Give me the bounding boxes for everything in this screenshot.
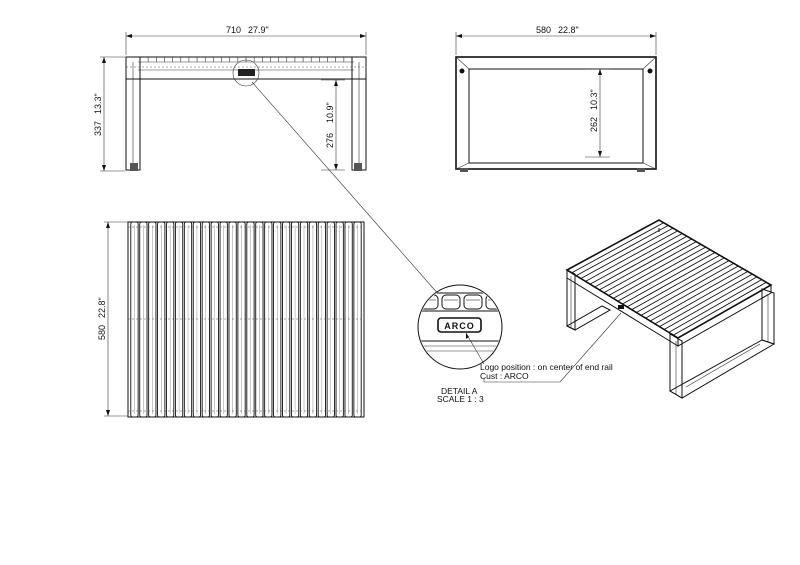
iso-slat-line [580,227,674,279]
front-inner-height-mm: 276 [325,133,335,148]
iso-slat-line [631,257,725,311]
iso-slat-line [613,246,706,299]
logo-plate-icon [238,69,255,76]
side-width-in: 22.8" [558,25,579,35]
customer-note: Cust : ARCO [480,371,529,381]
iso-slat-line [603,241,697,294]
iso-slat-line [617,249,711,302]
detail-label: DETAIL A [441,386,478,396]
side-inner-height-in: 10.3" [589,89,599,110]
front-width-in: 27.9" [248,25,269,35]
iso-slat-line [576,225,669,277]
logo-position-note: Logo position : on center of end rail [480,362,613,372]
detail-scale: SCALE 1 : 3 [437,394,484,404]
iso-slat-line [673,281,767,336]
top-slats [130,221,362,418]
iso-slat-line [608,243,702,296]
iso-slat-line [668,279,762,333]
top-depth-mm: 580 [97,325,107,340]
top-view: 580 22.8" [97,221,365,418]
iso-slat-line [585,230,678,282]
front-inner-height-in: 10.9" [325,102,335,123]
iso-slat-line [654,271,748,325]
iso-slat-line [640,262,734,316]
detail-logo-text: ARCO [444,321,475,331]
iso-slat-line [650,268,744,322]
iso-slat-line [571,222,664,274]
side-view: 580 22.8" 262 10.3" [455,25,657,172]
top-depth-in: 22.8" [97,297,107,318]
iso-slat-line [622,252,716,305]
front-view: 710 27.9" 337 13.3" 276 10.9" [93,25,448,305]
front-slat-ticks [139,57,353,62]
iso-slat-line [599,238,692,291]
iso-slats [571,222,767,336]
iso-slat-line [659,273,753,328]
iso-logo-plate [618,305,624,309]
side-inner-height-mm: 262 [589,117,599,132]
detail-slat [485,294,501,310]
detail-slat [463,294,483,310]
detail-logo-plate [437,317,482,333]
detail-a: ARCO Logo position : on center of end ra… [417,284,622,404]
iso-slat-line [636,260,730,313]
iso-slat-line [645,265,739,319]
iso-slat-line [594,235,688,288]
iso-slat-line [589,233,683,285]
iso-slat-line [663,276,758,330]
front-width-mm: 710 [226,25,241,35]
isometric-view [565,219,776,399]
front-height-mm: 337 [93,121,103,136]
front-height-in: 13.3" [93,93,103,114]
side-width-mm: 580 [536,25,551,35]
detail-slat [441,294,461,310]
iso-slat-line [626,254,720,308]
